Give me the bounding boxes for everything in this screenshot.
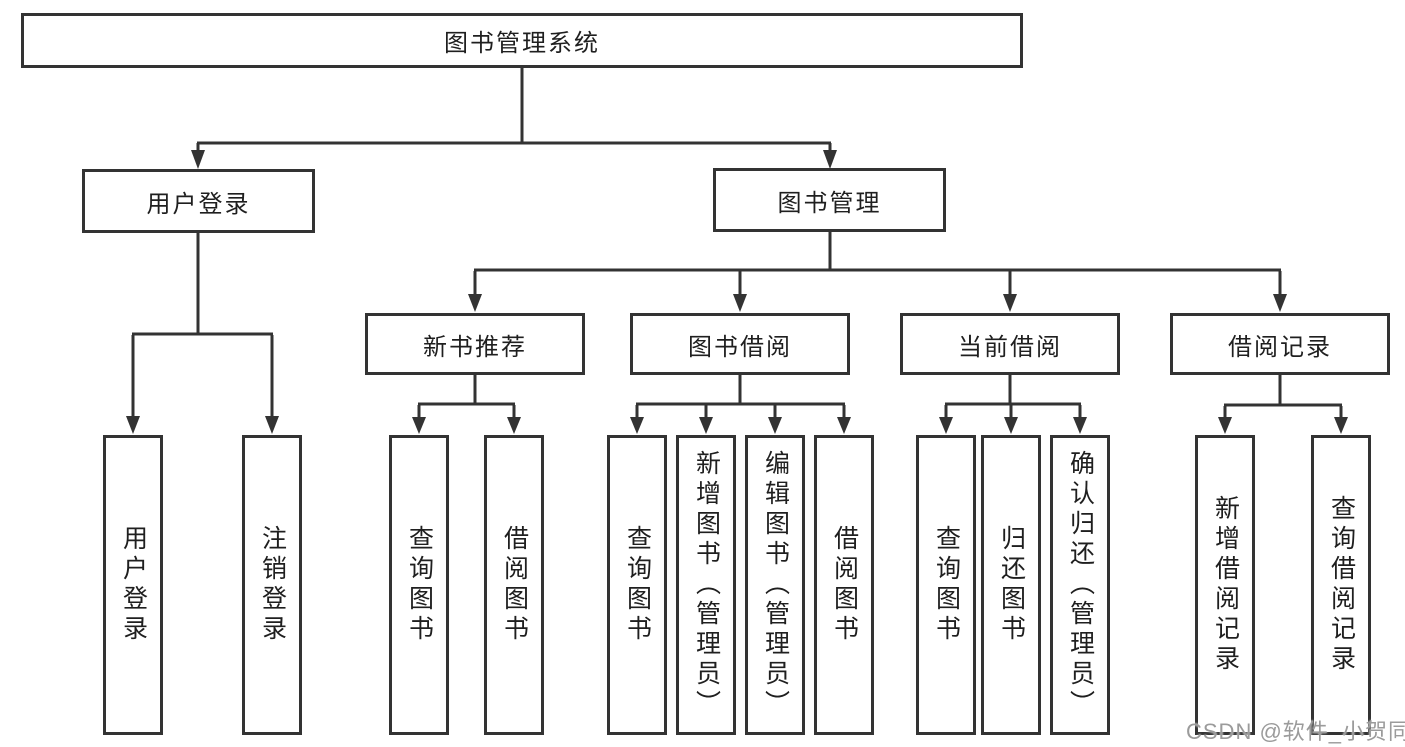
node-current-borrowing-label: 当前借阅 [958, 333, 1062, 361]
leaf-edit-books-admin-label: 编辑图书（管理员） [761, 450, 790, 720]
leaf-add-books-admin-label: 新增图书（管理员） [692, 450, 721, 720]
node-user-login-label: 用户登录 [146, 190, 251, 218]
leaf-add-borrow-record: 新增借阅记录 [1195, 435, 1255, 735]
leaf-logout-label: 注销登录 [258, 525, 287, 645]
leaf-borrow-books-recommend: 借阅图书 [484, 435, 544, 735]
leaf-query-books-current: 查询图书 [916, 435, 976, 735]
leaf-borrow-books-label: 借阅图书 [830, 525, 859, 645]
node-borrowing-records: 借阅记录 [1170, 313, 1390, 375]
leaf-logout: 注销登录 [242, 435, 302, 735]
leaf-query-books-borrow-label: 查询图书 [623, 525, 652, 645]
leaf-borrow-books-recommend-label: 借阅图书 [500, 525, 529, 645]
leaf-query-books-recommend: 查询图书 [389, 435, 449, 735]
node-root-label: 图书管理系统 [444, 30, 600, 57]
node-current-borrowing: 当前借阅 [900, 313, 1120, 375]
node-new-book-recommend-label: 新书推荐 [423, 333, 527, 361]
leaf-user-login-label: 用户登录 [119, 525, 148, 645]
leaf-user-login: 用户登录 [103, 435, 163, 735]
node-borrowing-records-label: 借阅记录 [1228, 333, 1332, 361]
leaf-return-books-label: 归还图书 [997, 525, 1026, 645]
node-book-borrowing: 图书借阅 [630, 313, 850, 375]
node-user-login: 用户登录 [82, 169, 315, 233]
leaf-add-books-admin: 新增图书（管理员） [676, 435, 736, 735]
leaf-confirm-return-admin-label: 确认归还（管理员） [1066, 450, 1095, 720]
leaf-query-books-borrow: 查询图书 [607, 435, 667, 735]
leaf-add-borrow-record-label: 新增借阅记录 [1211, 495, 1240, 675]
leaf-query-books-current-label: 查询图书 [932, 525, 961, 645]
leaf-query-books-recommend-label: 查询图书 [405, 525, 434, 645]
leaf-borrow-books: 借阅图书 [814, 435, 874, 735]
leaf-query-borrow-record: 查询借阅记录 [1311, 435, 1371, 735]
leaf-edit-books-admin: 编辑图书（管理员） [745, 435, 805, 735]
node-book-borrowing-label: 图书借阅 [688, 333, 792, 361]
leaf-query-borrow-record-label: 查询借阅记录 [1327, 495, 1356, 675]
leaf-confirm-return-admin: 确认归还（管理员） [1050, 435, 1110, 735]
leaf-return-books: 归还图书 [981, 435, 1041, 735]
node-root-system: 图书管理系统 [21, 13, 1023, 68]
node-book-management: 图书管理 [713, 168, 946, 232]
node-book-management-label: 图书管理 [777, 189, 882, 217]
node-new-book-recommend: 新书推荐 [365, 313, 585, 375]
